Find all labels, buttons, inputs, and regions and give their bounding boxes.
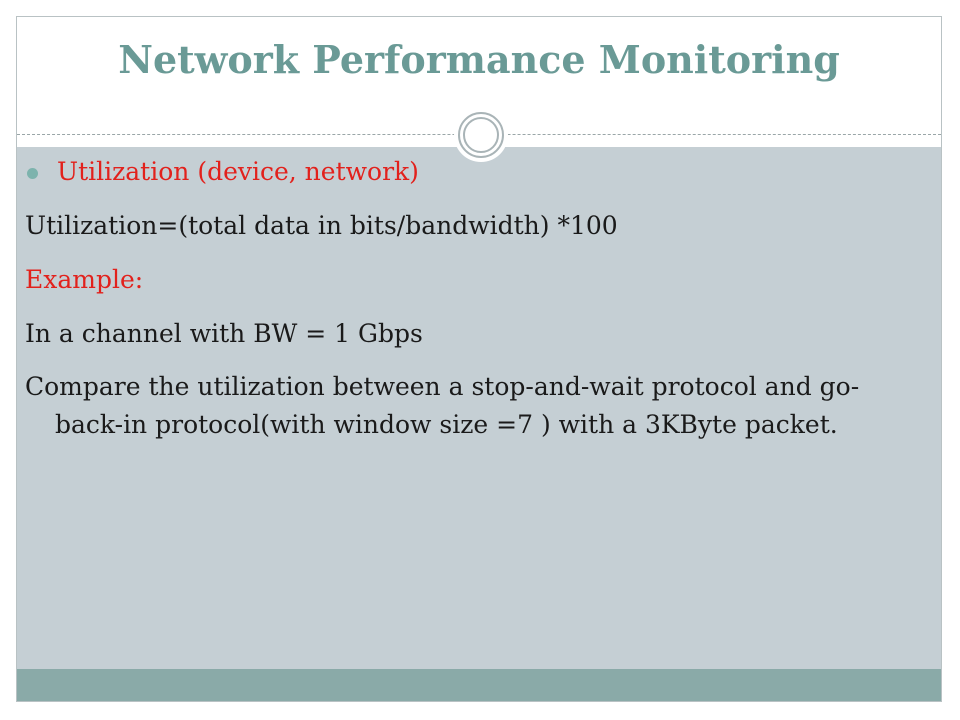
ring-inner — [463, 117, 499, 153]
example-label: Example: — [25, 265, 144, 294]
bullet-dot-icon — [27, 168, 38, 179]
bullet-item: Utilization (device, network) — [25, 152, 905, 192]
bullet-text: Utilization (device, network) — [57, 157, 419, 186]
slide-content: Utilization (device, network) Utilizatio… — [25, 152, 905, 458]
slide: Network Performance Monitoring — [16, 16, 942, 702]
ring-outer — [458, 112, 504, 158]
body-area — [17, 147, 941, 671]
slide-title: Network Performance Monitoring — [118, 37, 840, 82]
question-text: Compare the utilization between a stop-a… — [25, 372, 860, 439]
formula-text: Utilization=(total data in bits/bandwidt… — [25, 211, 618, 240]
footer-band — [17, 669, 941, 701]
channel-text: In a channel with BW = 1 Gbps — [25, 319, 423, 348]
ring-ornament-icon — [454, 108, 508, 162]
